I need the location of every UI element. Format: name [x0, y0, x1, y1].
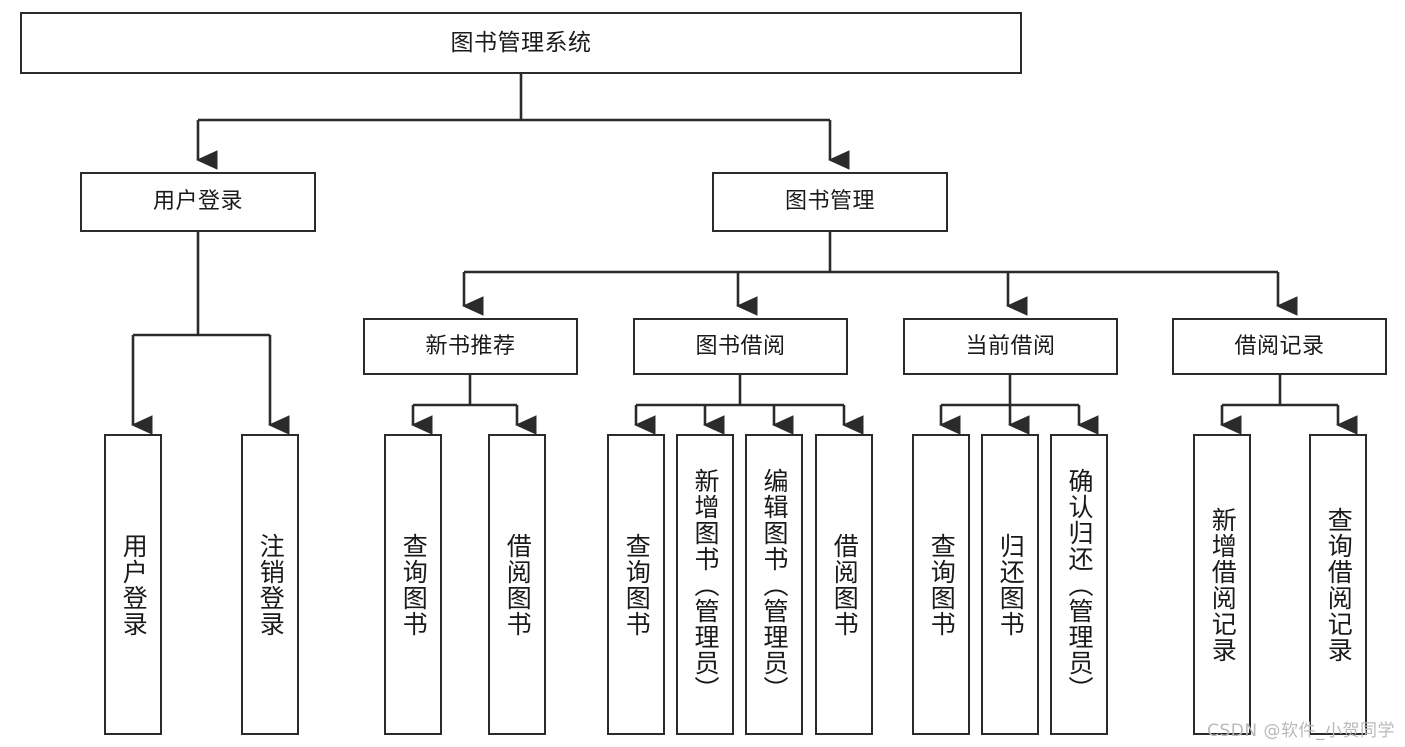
- leaf-borrow-query-book[interactable]: 查询图书: [607, 434, 665, 735]
- leaf-record-add-record[interactable]: 新增借阅记录: [1193, 434, 1251, 735]
- node-label: 图书管理: [784, 189, 875, 214]
- leaf-user-login-logout[interactable]: 注销登录: [241, 434, 299, 735]
- node-label: 新书推荐: [425, 333, 516, 359]
- node-borrow-record[interactable]: 借阅记录: [1172, 318, 1387, 375]
- node-user-login[interactable]: 用户登录: [80, 172, 316, 232]
- node-book-borrow[interactable]: 图书借阅: [633, 318, 848, 375]
- leaf-current-confirm-return-admin[interactable]: 确认归还（管理员）: [1050, 434, 1108, 735]
- node-label: 查询图书: [399, 532, 429, 637]
- node-label: 用户登录: [119, 532, 149, 637]
- node-root-system[interactable]: 图书管理系统: [20, 12, 1022, 74]
- node-label: 借阅记录: [1234, 333, 1325, 359]
- node-current-borrow[interactable]: 当前借阅: [903, 318, 1118, 375]
- node-label: 用户登录: [152, 189, 243, 214]
- node-label: 注销登录: [256, 532, 286, 637]
- node-new-book-recommend[interactable]: 新书推荐: [363, 318, 578, 375]
- leaf-borrow-edit-book-admin[interactable]: 编辑图书（管理员）: [745, 434, 803, 735]
- node-book-management[interactable]: 图书管理: [712, 172, 948, 232]
- node-label: 归还图书: [996, 532, 1026, 637]
- node-label: 当前借阅: [965, 333, 1056, 359]
- leaf-borrow-borrow-book[interactable]: 借阅图书: [815, 434, 873, 735]
- leaf-current-query-book[interactable]: 查询图书: [912, 434, 970, 735]
- node-label: 编辑图书（管理员）: [760, 467, 789, 702]
- csdn-watermark: CSDN @软件_小贺同学: [1207, 721, 1395, 741]
- node-label: 新增图书（管理员）: [691, 467, 720, 702]
- node-label: 查询图书: [622, 532, 652, 637]
- leaf-user-login-login[interactable]: 用户登录: [104, 434, 162, 735]
- node-label: 借阅图书: [830, 532, 860, 637]
- leaf-recommend-borrow-book[interactable]: 借阅图书: [488, 434, 546, 735]
- node-label: 图书管理系统: [450, 29, 592, 56]
- node-label: 借阅图书: [503, 532, 533, 637]
- leaf-recommend-query-book[interactable]: 查询图书: [384, 434, 442, 735]
- leaf-current-return-book[interactable]: 归还图书: [981, 434, 1039, 735]
- node-label: 查询图书: [927, 532, 957, 637]
- node-label: 图书借阅: [695, 333, 786, 359]
- node-label: 查询借阅记录: [1324, 506, 1354, 663]
- node-label: 确认归还（管理员）: [1065, 467, 1094, 702]
- leaf-borrow-add-book-admin[interactable]: 新增图书（管理员）: [676, 434, 734, 735]
- node-label: 新增借阅记录: [1208, 506, 1238, 663]
- leaf-record-query-record[interactable]: 查询借阅记录: [1309, 434, 1367, 735]
